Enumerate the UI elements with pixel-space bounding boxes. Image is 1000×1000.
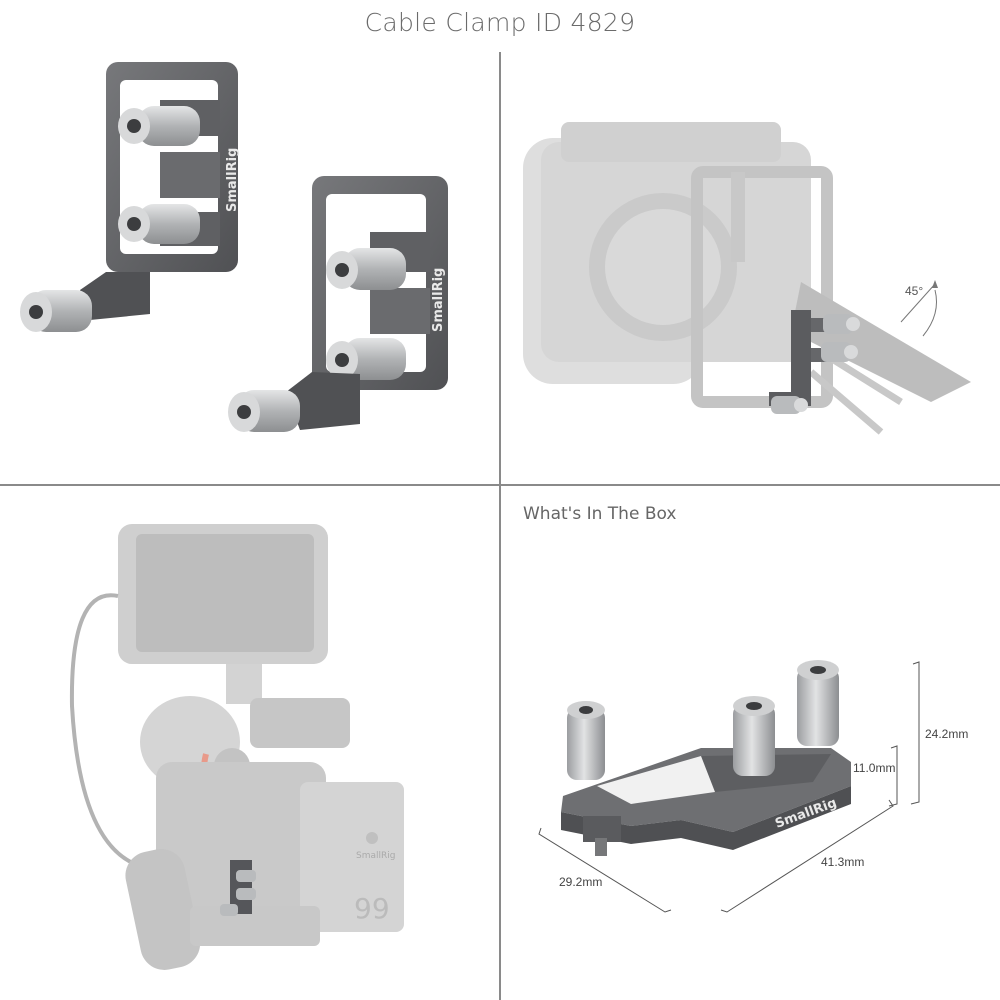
camera-cage-panel: 45° bbox=[501, 52, 1000, 484]
dim-height-total: 24.2mm bbox=[925, 727, 968, 741]
knob-right bbox=[797, 660, 839, 746]
vertical-divider bbox=[499, 52, 501, 1000]
knob-left bbox=[567, 701, 605, 780]
dim-width: 29.2mm bbox=[559, 875, 602, 889]
rig-setup-panel: 99 SmallRig bbox=[0, 486, 498, 1000]
clamp-b: SmallRig bbox=[228, 176, 448, 432]
camera-cage-photo: 45° bbox=[523, 122, 971, 435]
horizontal-divider bbox=[0, 484, 1000, 486]
brand-text-a: SmallRig bbox=[225, 148, 240, 212]
dim-height-base: 11.0mm bbox=[853, 761, 895, 775]
clamp-dimension-diagram: SmallRig 24.2mm 11.0mm 41.3mm 29.2mm bbox=[538, 660, 968, 913]
page-title: Cable Clamp ID 4829 bbox=[364, 8, 636, 37]
clamp-a: SmallRig bbox=[20, 62, 240, 332]
cable-clamp-product-photo: SmallRig SmallRig bbox=[20, 62, 448, 432]
battery-brand: SmallRig bbox=[356, 851, 395, 861]
brand-text-b: SmallRig bbox=[431, 268, 446, 332]
box-heading: What's In The Box bbox=[523, 504, 677, 524]
knob-middle bbox=[733, 696, 775, 776]
dim-length: 41.3mm bbox=[821, 855, 864, 869]
battery-number: 99 bbox=[354, 892, 390, 925]
dimension-lines bbox=[538, 661, 920, 913]
rig-setup-photo: 99 SmallRig bbox=[69, 524, 404, 970]
whats-in-the-box-panel: What's In The Box bbox=[501, 486, 1000, 1000]
angle-label: 45° bbox=[905, 284, 923, 298]
product-photo-panel: SmallRig SmallRig bbox=[0, 52, 498, 484]
